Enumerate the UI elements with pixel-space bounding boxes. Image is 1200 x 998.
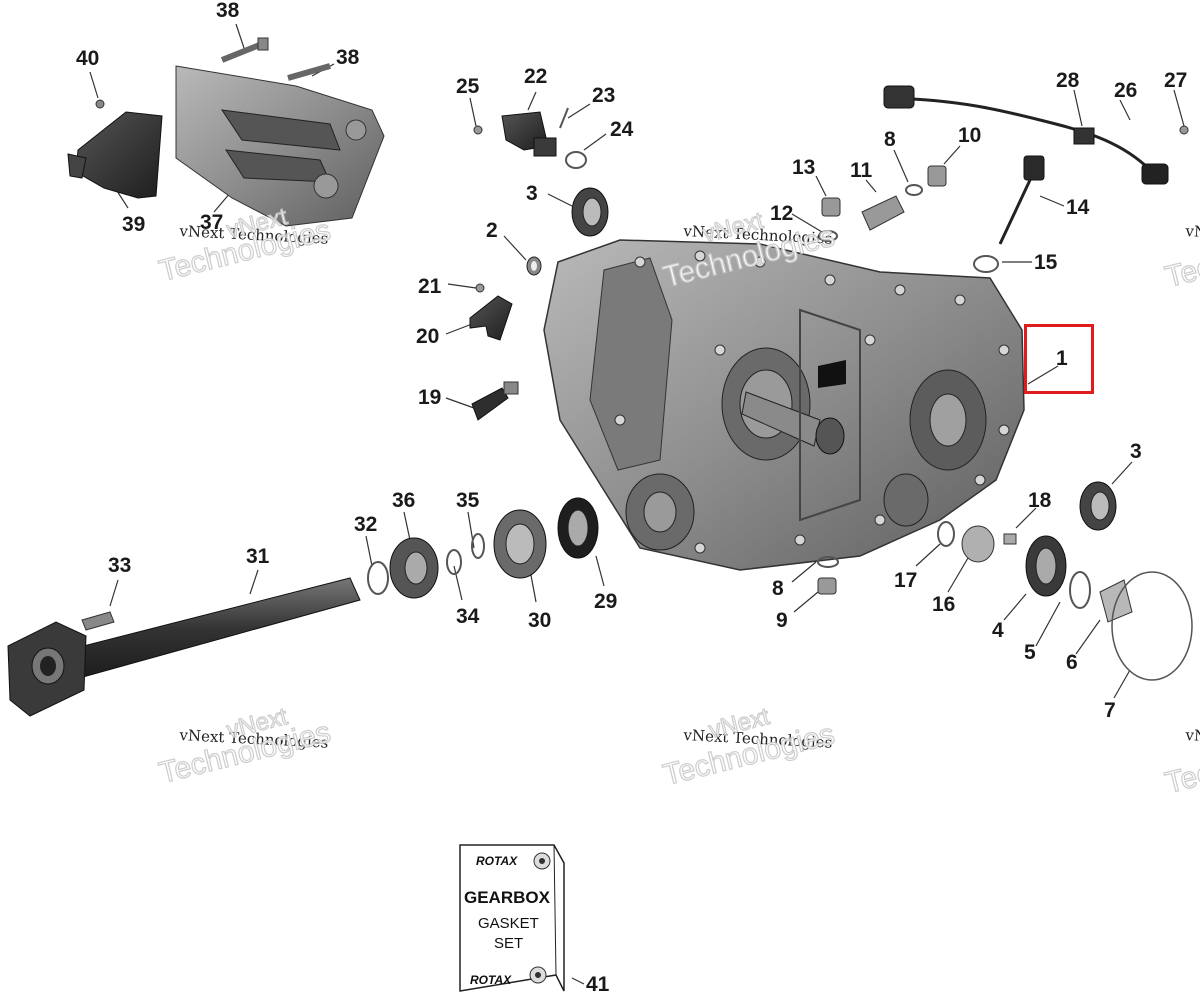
callout-10[interactable]: 10: [958, 124, 982, 147]
callout-36[interactable]: 36: [392, 489, 416, 512]
callout-8-top[interactable]: 8: [884, 128, 896, 151]
callout-29[interactable]: 29: [594, 590, 618, 613]
callout-22[interactable]: 22: [524, 65, 548, 88]
callout-5[interactable]: 5: [1024, 641, 1036, 664]
callout-28[interactable]: 28: [1056, 69, 1080, 92]
callout-38-right[interactable]: 38: [336, 46, 360, 69]
kit-subtitle-1: GASKET: [478, 915, 539, 932]
callout-1[interactable]: 1: [1056, 347, 1068, 370]
callout-33[interactable]: 33: [108, 554, 132, 577]
callout-34[interactable]: 34: [456, 605, 480, 628]
callout-2[interactable]: 2: [486, 219, 498, 242]
gasket-set-card: ROTAX GEARBOX GASKET SET ROTAX: [458, 843, 566, 993]
kit-title: GEARBOX: [464, 888, 550, 907]
callout-38-top[interactable]: 38: [216, 0, 240, 22]
callout-18[interactable]: 18: [1028, 489, 1052, 512]
callout-17[interactable]: 17: [894, 569, 918, 592]
selected-part-highlight: [1024, 324, 1094, 394]
callout-20[interactable]: 20: [416, 325, 440, 348]
kit-subtitle-2: SET: [494, 935, 524, 952]
callout-35[interactable]: 35: [456, 489, 480, 512]
callout-13[interactable]: 13: [792, 156, 816, 179]
rotax-logo-bottom: ROTAX: [470, 973, 512, 987]
rotax-logo-top: ROTAX: [476, 854, 518, 868]
callout-19[interactable]: 19: [418, 386, 442, 409]
callout-24[interactable]: 24: [610, 118, 634, 141]
callout-25[interactable]: 25: [456, 75, 480, 98]
callout-6[interactable]: 6: [1066, 651, 1078, 674]
callout-27[interactable]: 27: [1164, 69, 1188, 92]
callout-40[interactable]: 40: [76, 47, 100, 70]
callout-26[interactable]: 26: [1114, 79, 1138, 102]
callout-41[interactable]: 41: [586, 973, 610, 996]
callout-3-top[interactable]: 3: [526, 182, 538, 205]
callout-7[interactable]: 7: [1104, 699, 1116, 722]
callout-39[interactable]: 39: [122, 213, 146, 236]
callout-16[interactable]: 16: [932, 593, 956, 616]
callout-9[interactable]: 9: [776, 609, 788, 632]
callout-32[interactable]: 32: [354, 513, 378, 536]
callout-3-right[interactable]: 3: [1130, 440, 1142, 463]
callout-12[interactable]: 12: [770, 202, 794, 225]
callout-4[interactable]: 4: [992, 619, 1004, 642]
callout-37[interactable]: 37: [200, 211, 224, 234]
callout-15[interactable]: 15: [1034, 251, 1058, 274]
callout-31[interactable]: 31: [246, 545, 270, 568]
gasket-card-outline: [459, 844, 565, 992]
callout-14[interactable]: 14: [1066, 196, 1090, 219]
callout-8-bottom[interactable]: 8: [772, 577, 784, 600]
callout-11[interactable]: 11: [850, 159, 873, 182]
callout-30[interactable]: 30: [528, 609, 552, 632]
callout-21[interactable]: 21: [418, 275, 442, 298]
callout-23[interactable]: 23: [592, 84, 616, 107]
